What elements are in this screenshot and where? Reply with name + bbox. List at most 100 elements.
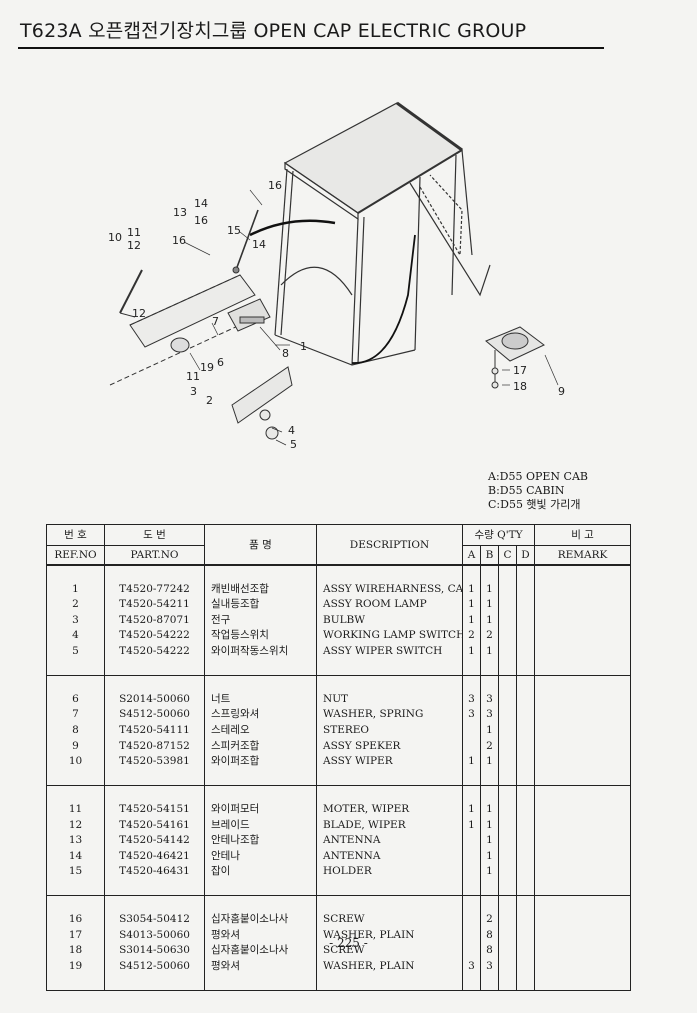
qty-d-cell [515,643,536,660]
part-name-cell: 실내등조합 [204,597,317,613]
description-cell: ANTENNA [316,833,463,849]
callout: 15 [227,224,241,237]
dashboard-plate [109,274,256,386]
description-cell: ASSY WIPER SWITCH [316,643,463,660]
part-no-cell: T4520-77242 [104,581,205,598]
group-spacer [46,879,632,897]
spacer-cell [316,879,463,897]
spacer-cell [498,565,517,582]
part-name-cell: 작업등스위치 [204,628,317,644]
spacer-cell [498,675,517,692]
spacer-cell [462,974,481,992]
part-name-cell: 스프링와셔 [204,707,317,723]
part-name-cell: 브레이드 [204,817,317,834]
qty-a-cell [462,864,481,880]
spacer-cell [462,879,481,897]
qty-c-cell [498,597,517,613]
spacer-cell [498,895,517,913]
part-no-cell: T4520-87071 [104,612,205,629]
remark-cell [534,738,632,755]
qty-b-cell: 2 [480,912,499,928]
model-legend: A:D55 OPEN CAB B:D55 CABIN C:D55 햇빛 가리개 [488,470,588,512]
spacer-cell [480,879,499,897]
parts-table: 번 호 도 번 품 명 DESCRIPTION 수량 Q'TY 비 고 REF.… [46,524,632,992]
qty-b-cell: 1 [480,833,499,849]
qty-d-cell [515,691,536,708]
ref-no-cell: 12 [46,817,105,834]
qty-c-cell [498,801,517,818]
description-cell: STEREO [316,722,463,739]
group-spacer [46,769,632,787]
ref-no-cell: 10 [46,754,105,770]
spacer-cell [204,675,317,692]
header-remark-ko: 비 고 [534,524,632,546]
remark-cell [534,864,632,880]
header-qty-a: A [462,545,481,566]
remark-cell [534,581,632,598]
spacer-cell [534,565,632,582]
spacer-cell [204,974,317,992]
description-cell: HOLDER [316,864,463,880]
callout: 9 [558,385,565,398]
part-name-cell: 와이퍼조합 [204,754,317,770]
group-spacer [46,974,632,992]
callout: 18 [513,380,527,393]
description-cell: ANTENNA [316,848,463,865]
callout: 6 [217,356,224,369]
header-qty-b: B [480,545,499,566]
header-name-ko: 품 명 [204,524,317,566]
callout: 3 [190,385,197,398]
remark-cell [534,707,632,723]
qty-b-cell: 1 [480,864,499,880]
qty-a-cell: 1 [462,597,481,613]
qty-c-cell [498,958,517,975]
qty-a-cell: 1 [462,643,481,660]
part-no-cell: T4520-54211 [104,597,205,613]
callouts: 16 14 13 16 15 10 11 12 16 14 12 7 19 6 … [108,179,565,451]
spacer-cell [462,675,481,692]
ref-no-cell: 15 [46,864,105,880]
remark-cell [534,833,632,849]
callout: 5 [290,438,297,451]
callout: 11 [127,226,141,239]
spacer-cell [204,659,317,677]
qty-a-cell: 3 [462,958,481,975]
spacer-cell [498,879,517,897]
spacer-cell [480,785,499,802]
ref-no-cell: 9 [46,738,105,755]
qty-a-cell: 1 [462,817,481,834]
spacer-cell [480,659,499,677]
callout: 14 [252,238,266,251]
header-qty: 수량 Q'TY [461,524,536,546]
part-no-cell: T4520-54161 [104,817,205,834]
spacer-cell [534,895,632,913]
spacer-cell [104,659,205,677]
ref-no-cell: 2 [46,597,105,613]
spacer-cell [462,769,481,787]
spacer-cell [515,675,536,692]
qty-d-cell [515,597,536,613]
part-no-cell: T4520-53981 [104,754,205,770]
part-no-cell: S4512-50060 [104,958,205,975]
description-cell: WASHER, SPRING [316,707,463,723]
description-cell: BULBW [316,612,463,629]
remark-cell [534,848,632,865]
spacer-cell [204,785,317,802]
page-number: - 225 - [329,936,368,950]
qty-d-cell [515,628,536,644]
description-cell: ASSY WIPER [316,754,463,770]
part-no-cell: T4520-54142 [104,833,205,849]
qty-c-cell [498,628,517,644]
spacer-cell [316,565,463,582]
spacer-cell [534,785,632,802]
description-cell: ASSY ROOM LAMP [316,597,463,613]
callout: 8 [282,347,289,360]
part-no-cell: S4512-50060 [104,707,205,723]
spacer-cell [480,565,499,582]
leader-lines [183,189,559,446]
